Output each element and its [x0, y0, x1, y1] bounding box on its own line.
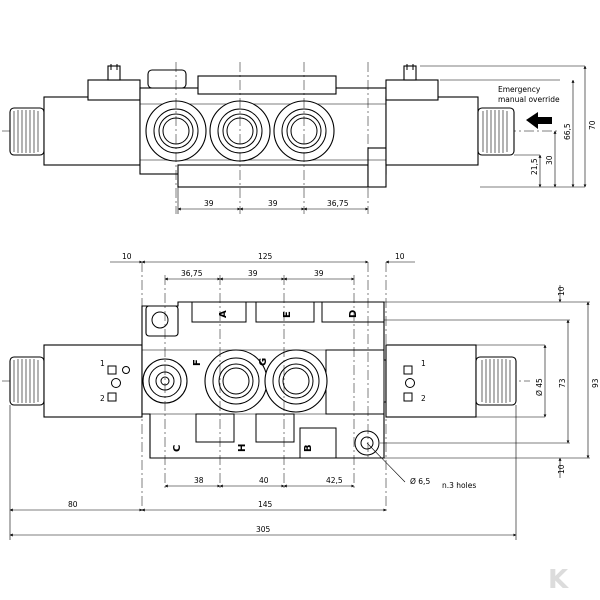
- front-port-2: [264, 349, 328, 413]
- right-manual-knob: [477, 107, 515, 156]
- hole-note-count: n.3 holes: [442, 481, 476, 490]
- dim-right-dia-45: Ø 45: [535, 378, 544, 396]
- dim-bottom-c: 42,5: [326, 476, 343, 485]
- dim-top-w2: 39: [268, 199, 278, 208]
- left-connector-pins: [107, 64, 121, 81]
- port-label-A: A: [218, 310, 229, 318]
- dim-bottom-total-305: 305: [256, 525, 271, 534]
- emergency-label-line2: manual override: [498, 95, 560, 104]
- front-right-manual-knob: [475, 356, 517, 406]
- front-view: [2, 260, 590, 540]
- right-coil-pin-2: 2: [421, 394, 426, 403]
- left-solenoid-coil: [43, 96, 141, 166]
- left-coil-connector-symbol: [107, 365, 130, 402]
- dim-front-left-10: 10: [122, 252, 132, 261]
- dim-top-w1: 39: [204, 199, 214, 208]
- top-view: [2, 62, 587, 214]
- port-label-F: F: [192, 359, 203, 366]
- right-solenoid-coil: [385, 96, 479, 166]
- front-left-coil: [43, 344, 143, 418]
- dim-front-overall-125: 125: [258, 252, 273, 261]
- dim-top-h4: 70: [588, 120, 597, 130]
- dim-top-w3: 36,75: [327, 199, 349, 208]
- port-label-G: G: [258, 358, 269, 366]
- dim-front-right-10: 10: [395, 252, 405, 261]
- mounting-lug-top: [145, 305, 179, 337]
- front-left-manual-knob: [9, 356, 45, 406]
- right-connector-pins: [403, 64, 417, 81]
- port-label-C: C: [172, 445, 183, 452]
- port-label-H: H: [237, 444, 248, 452]
- dim-bottom-coil-80: 80: [68, 500, 78, 509]
- dim-top-h2: 30: [545, 155, 554, 165]
- dim-right-73: 73: [558, 378, 567, 388]
- right-coil-connector-symbol: [403, 365, 415, 402]
- brand-logo: K: [548, 565, 569, 595]
- port-label-D: D: [348, 310, 359, 318]
- left-coil-pin-2: 2: [100, 394, 105, 403]
- dim-right-93: 93: [591, 378, 600, 388]
- dim-bottom-body-145: 145: [258, 500, 273, 509]
- hole-note-diameter: Ø 6,5: [410, 477, 430, 486]
- dim-right-10-bottom: 10: [557, 464, 566, 474]
- left-coil-pin-1: 1: [100, 359, 105, 368]
- dim-front-b: 39: [248, 269, 258, 278]
- front-right-coil: [385, 344, 477, 418]
- port-label-E: E: [282, 311, 293, 318]
- right-coil-pin-1: 1: [421, 359, 426, 368]
- port-label-B: B: [303, 444, 314, 452]
- dim-bottom-a: 38: [194, 476, 204, 485]
- dim-top-h3: 66,5: [563, 123, 572, 140]
- emergency-arrow-icon: [526, 112, 552, 129]
- dim-front-c: 39: [314, 269, 324, 278]
- emergency-label-line1: Emergency: [498, 85, 541, 94]
- dim-front-a: 36,75: [181, 269, 203, 278]
- dim-top-h1: 21,5: [530, 158, 539, 175]
- left-manual-knob: [9, 107, 45, 156]
- dim-right-10-top: 10: [557, 286, 566, 296]
- front-port-1: [204, 349, 268, 413]
- dim-bottom-b: 40: [259, 476, 269, 485]
